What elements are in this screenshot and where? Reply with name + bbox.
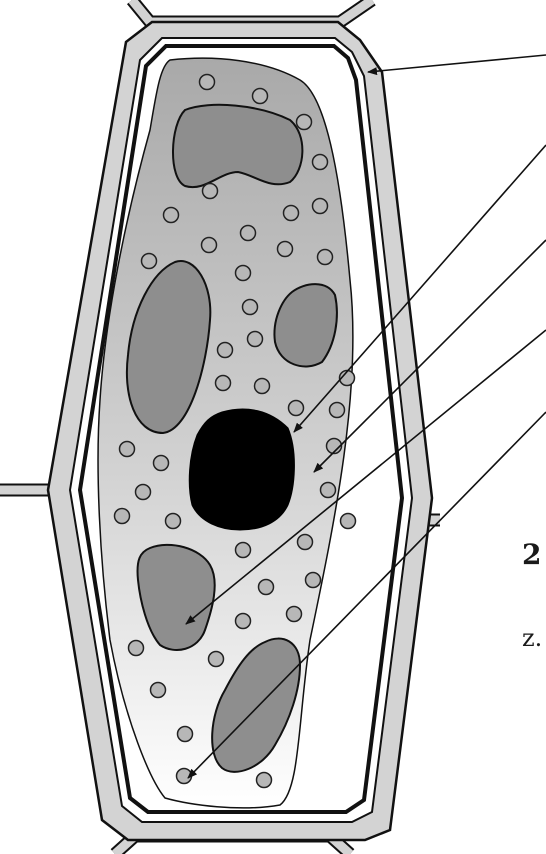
granule [216, 376, 231, 391]
granule [218, 343, 233, 358]
granule [318, 250, 333, 265]
granule [313, 199, 328, 214]
granule [236, 543, 251, 558]
granule [203, 184, 218, 199]
granule [200, 75, 215, 90]
arrow-cell-wall [368, 55, 546, 72]
question-number: 2 [522, 538, 541, 571]
granule [236, 614, 251, 629]
granule [278, 242, 293, 257]
text-fragment: z. [522, 624, 542, 652]
granule [330, 403, 345, 418]
granule [209, 652, 224, 667]
granule [341, 514, 356, 529]
granule [129, 641, 144, 656]
granule [287, 607, 302, 622]
nucleus [189, 409, 294, 530]
granule [284, 206, 299, 221]
granule [248, 332, 263, 347]
granule [166, 514, 181, 529]
granule [253, 89, 268, 104]
granule [151, 683, 166, 698]
granule [289, 401, 304, 416]
granule [236, 266, 251, 281]
granule [321, 483, 336, 498]
granule [313, 155, 328, 170]
granule [297, 115, 312, 130]
granule [298, 535, 313, 550]
granule [120, 442, 135, 457]
granule [136, 485, 151, 500]
granule [164, 208, 179, 223]
granule [115, 509, 130, 524]
granule [259, 580, 274, 595]
granule [257, 773, 272, 788]
granule [255, 379, 270, 394]
granule [178, 727, 193, 742]
granule [243, 300, 258, 315]
granule [202, 238, 217, 253]
granule [306, 573, 321, 588]
granule [142, 254, 157, 269]
granule [241, 226, 256, 241]
granule [154, 456, 169, 471]
